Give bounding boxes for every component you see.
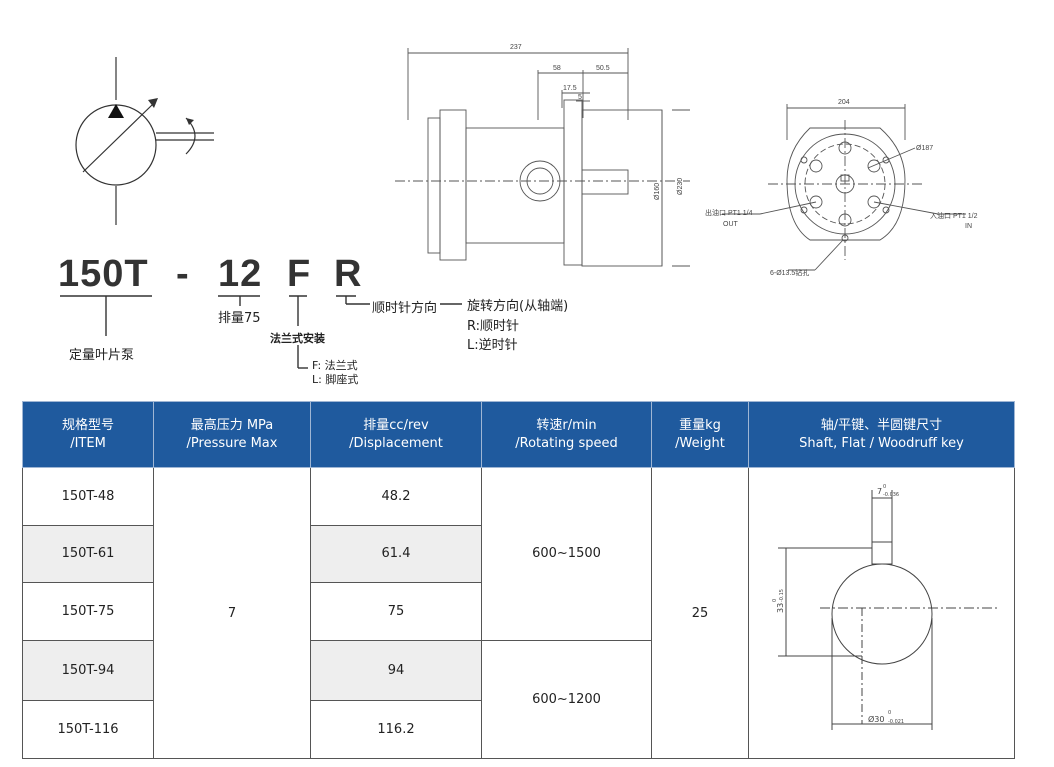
spec-table: 规格型号/ITEM 最高压力 MPa/Pressure Max 排量cc/rev… bbox=[22, 401, 1015, 760]
dim-width-204: 204 bbox=[838, 99, 850, 106]
speed-cell: 600~1200 bbox=[481, 639, 652, 760]
holes-label: 6-Ø13.5钻孔 bbox=[770, 268, 809, 277]
height-tol-bottom: -0.15 bbox=[779, 589, 785, 602]
code-mount: F bbox=[287, 253, 312, 295]
dia-tol-bottom: -0.021 bbox=[888, 719, 904, 725]
note-rotation-r: R:顺时针 bbox=[467, 319, 520, 334]
key-tol-top: 0 bbox=[883, 484, 886, 490]
table-header-row: 规格型号/ITEM 最高压力 MPa/Pressure Max 排量cc/rev… bbox=[22, 401, 1015, 468]
displacement-cell: 116.2 bbox=[310, 700, 482, 759]
note-mount-title: 法兰式安装 bbox=[270, 332, 325, 345]
header-displacement: 排量cc/rev/Displacement bbox=[310, 401, 482, 468]
note-displacement: 排量75 bbox=[218, 311, 261, 326]
table-row: 150T-116 116.2 bbox=[22, 700, 1015, 759]
dia-tol-top: 0 bbox=[888, 710, 891, 716]
note-rotation-l: L:逆时针 bbox=[467, 338, 518, 353]
pressure-cell: 7 bbox=[153, 467, 311, 759]
item-cell: 150T-116 bbox=[22, 700, 154, 759]
header-item: 规格型号/ITEM bbox=[22, 401, 154, 468]
outlet-label: 出油口 PT1 1/4 bbox=[705, 208, 753, 217]
dim-5: 5 bbox=[578, 94, 582, 101]
dim-58: 58 bbox=[553, 65, 561, 72]
header-weight: 重量kg/Weight bbox=[651, 401, 749, 468]
header-pressure: 最高压力 MPa/Pressure Max bbox=[153, 401, 311, 468]
code-displacement: 12 bbox=[218, 253, 263, 295]
key-tol-bottom: -0.036 bbox=[883, 492, 899, 498]
dim-total-length: 237 bbox=[510, 44, 522, 51]
table-row: 150T-61 61.4 bbox=[22, 524, 1015, 584]
dim-outer-dia: Ø230 bbox=[677, 178, 684, 195]
dim-bolt-circle: Ø187 bbox=[916, 145, 933, 152]
displacement-cell: 75 bbox=[310, 582, 482, 641]
front-view-labels: 204 Ø187 出油口 PT1 1/4 OUT 入油口 PT1 1/2 IN … bbox=[705, 99, 978, 277]
code-rotation: R bbox=[334, 253, 363, 295]
inlet-label: 入油口 PT1 1/2 bbox=[930, 211, 978, 220]
weight-cell: 25 bbox=[651, 467, 749, 759]
note-mount-f: F: 法兰式 bbox=[312, 359, 358, 372]
key-width-label: 7 bbox=[877, 487, 882, 496]
side-view-dimensions: 237 58 50.5 17.5 5 Ø160 Ø230 bbox=[510, 44, 684, 200]
note-mount-l: L: 脚座式 bbox=[312, 373, 359, 386]
displacement-cell: 94 bbox=[310, 639, 482, 702]
height-label: 33 bbox=[776, 603, 785, 613]
dia-label: Ø30 bbox=[868, 714, 884, 724]
side-view-drawing bbox=[395, 48, 690, 267]
table-row: 150T-94 94 600~1200 bbox=[22, 639, 1015, 760]
dim-pilot-dia: Ø160 bbox=[654, 183, 661, 200]
header-speed: 转速r/min/Rotating speed bbox=[481, 401, 652, 468]
displacement-cell: 61.4 bbox=[310, 524, 482, 584]
item-cell: 150T-75 bbox=[22, 582, 154, 641]
pump-symbol bbox=[75, 57, 214, 225]
note-rotation-title: 旋转方向(从轴端) bbox=[467, 299, 569, 314]
speed-cell: 600~1500 bbox=[481, 467, 652, 641]
code-series: 150T bbox=[58, 253, 149, 295]
shaft-key-drawing: 7 0 -0.036 33 0 -0.15 Ø30 0 -0.021 bbox=[772, 484, 1000, 730]
table-row: 150T-48 7 48.2 600~1500 25 bbox=[22, 467, 1015, 759]
item-cell: 150T-94 bbox=[22, 639, 154, 702]
note-rotation-code: 顺时针方向 bbox=[372, 301, 438, 316]
dim-17-5: 17.5 bbox=[563, 85, 577, 92]
displacement-cell: 48.2 bbox=[310, 467, 482, 526]
table-row: 150T-75 75 bbox=[22, 582, 1015, 641]
drawings-svg: 237 58 50.5 17.5 5 Ø160 Ø230 bbox=[60, 44, 978, 369]
front-view-drawing bbox=[722, 104, 966, 271]
inlet-sub: IN bbox=[965, 223, 972, 230]
height-tol-top: 0 bbox=[772, 599, 778, 602]
item-cell: 150T-48 bbox=[22, 467, 154, 526]
code-dash: - bbox=[176, 253, 190, 295]
outlet-sub: OUT bbox=[723, 221, 739, 228]
technical-drawings: 237 58 50.5 17.5 5 Ø160 Ø230 bbox=[60, 44, 978, 369]
shaft-drawing-cell: 7 0 -0.036 33 0 -0.15 Ø30 0 -0.021 bbox=[748, 467, 1015, 759]
item-cell: 150T-61 bbox=[22, 524, 154, 584]
dim-50-5: 50.5 bbox=[596, 65, 610, 72]
model-code-lines bbox=[60, 295, 462, 369]
note-series: 定量叶片泵 bbox=[69, 348, 135, 363]
